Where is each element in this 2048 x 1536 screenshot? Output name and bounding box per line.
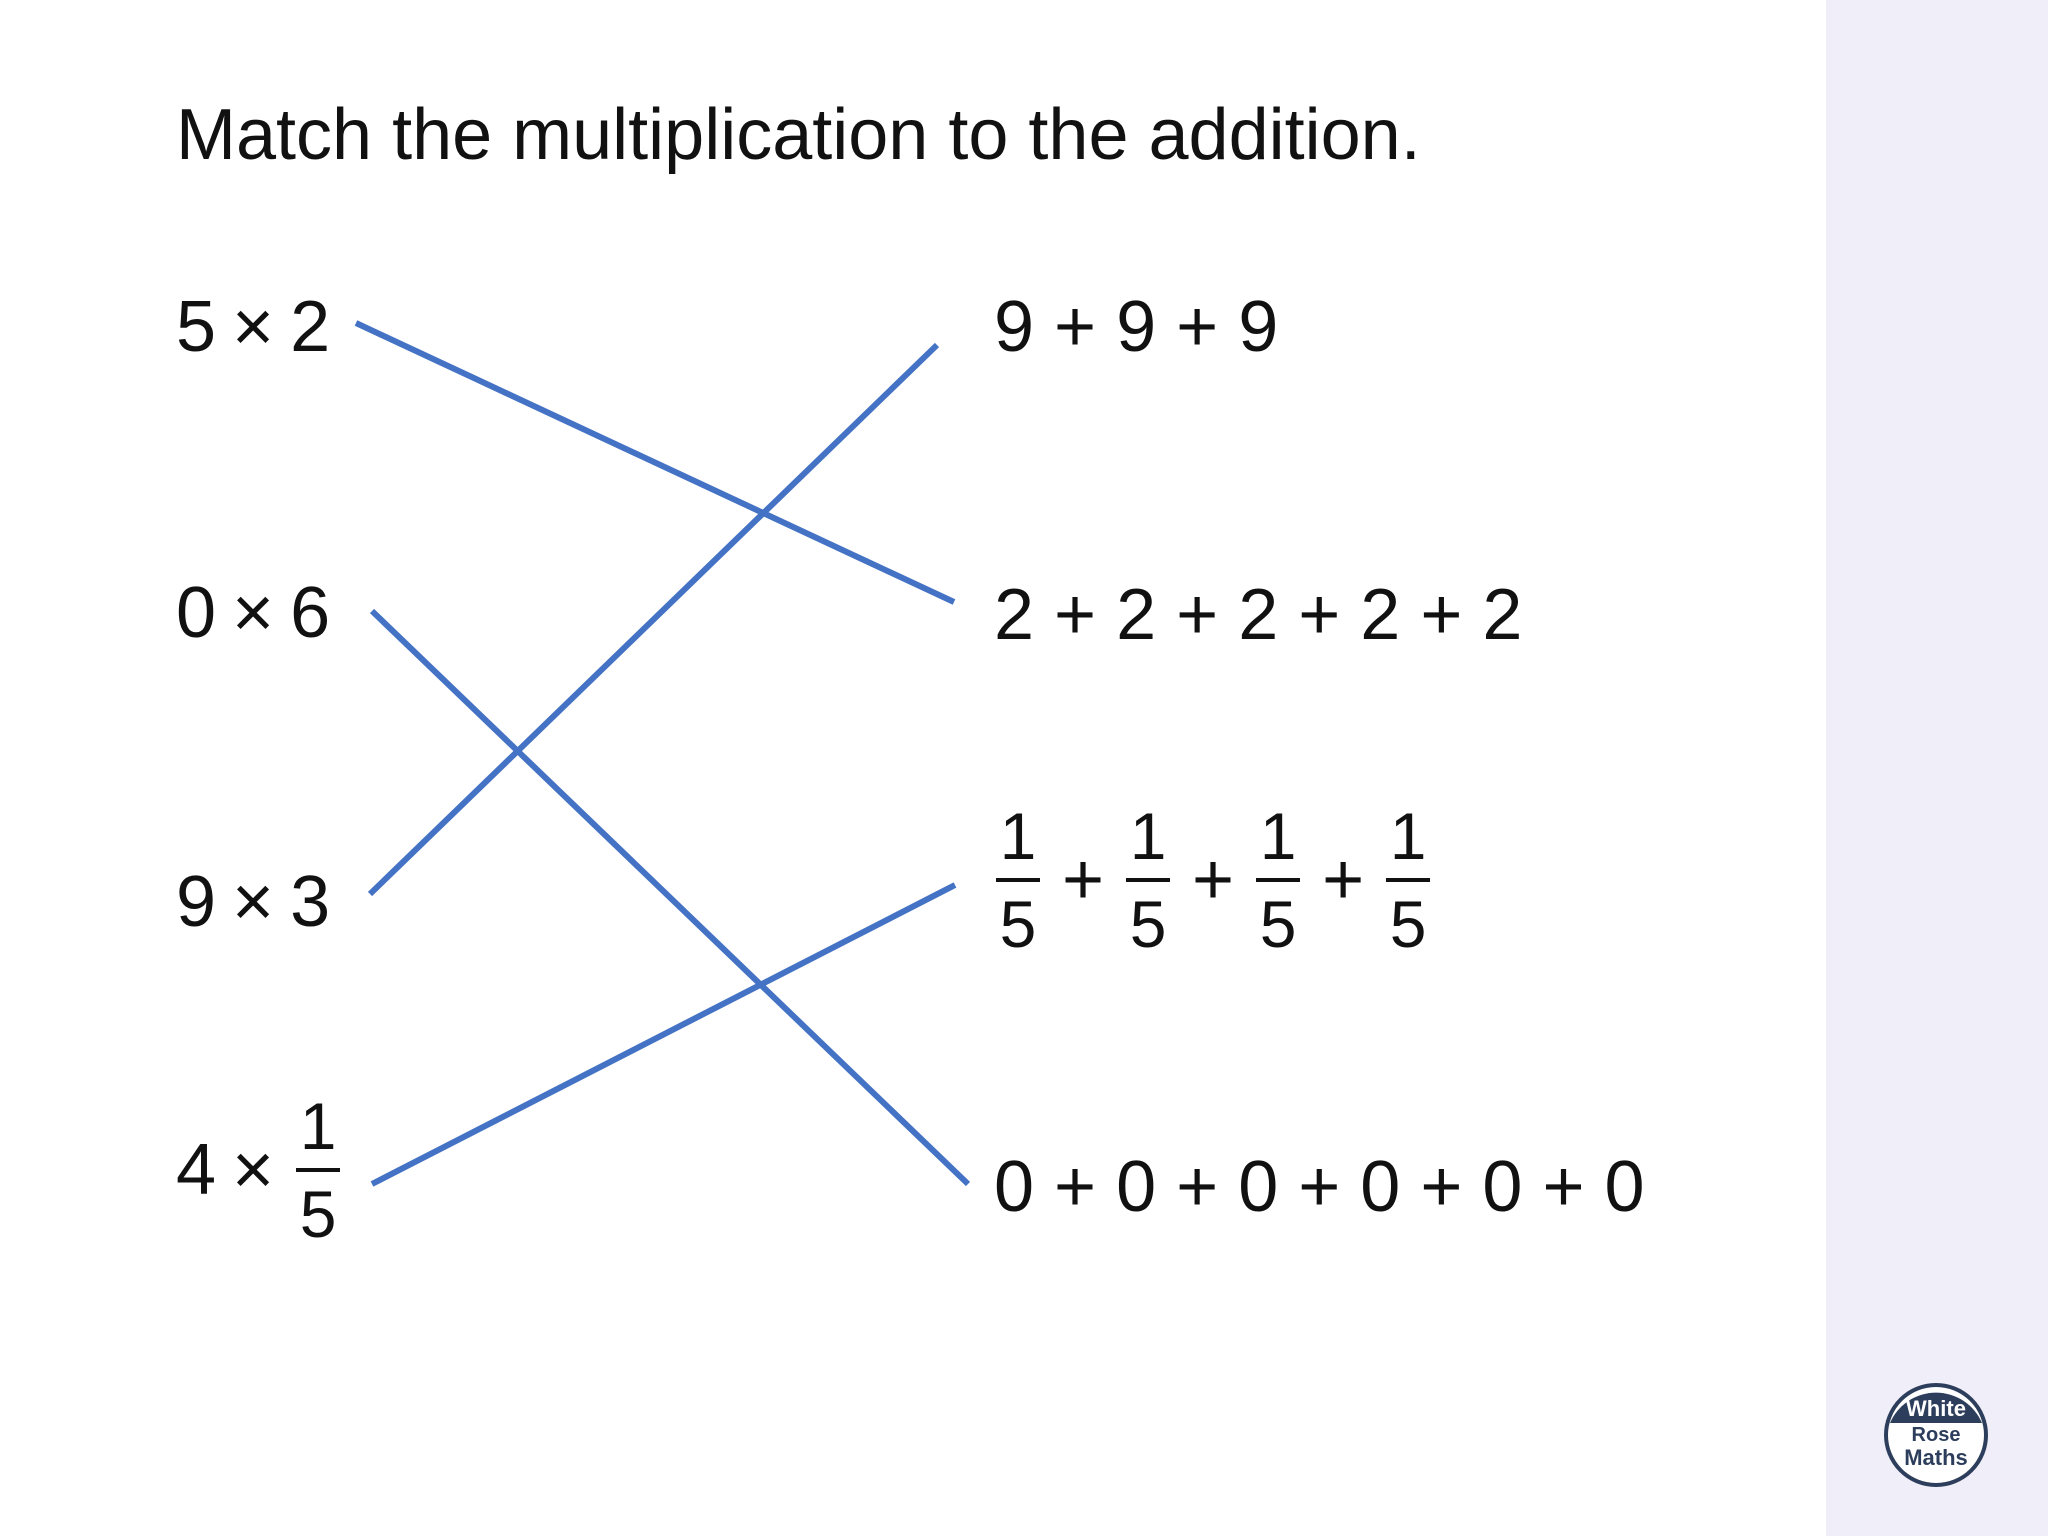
fraction: 1 5 bbox=[996, 800, 1040, 960]
left-item-1: 5 × 2 bbox=[176, 287, 331, 367]
svg-text:Maths: Maths bbox=[1904, 1445, 1968, 1470]
match-line-0x6 bbox=[369, 608, 971, 1187]
fraction: 1 5 bbox=[296, 1090, 341, 1250]
svg-text:White: White bbox=[1906, 1396, 1966, 1421]
page-title: Match the multiplication to the addition… bbox=[176, 95, 1421, 175]
left-item-2: 0 × 6 bbox=[176, 573, 331, 653]
left-item-4: 4 × 1 5 bbox=[176, 1090, 346, 1250]
sidebar-panel bbox=[1826, 0, 2048, 1536]
fraction-bar bbox=[1386, 878, 1431, 882]
right-item-3: 1 5 + 1 5 + 1 5 + 1 5 bbox=[990, 800, 1436, 960]
svg-text:Rose: Rose bbox=[1912, 1424, 1961, 1446]
match-line-4x1-5 bbox=[370, 882, 957, 1187]
match-line-5x2 bbox=[354, 320, 956, 605]
fraction-bar bbox=[1256, 878, 1301, 882]
right-item-2: 2 + 2 + 2 + 2 + 2 bbox=[994, 575, 1523, 655]
match-line-9x3 bbox=[367, 342, 940, 897]
fraction-bar bbox=[996, 878, 1040, 882]
fraction: 1 5 bbox=[1256, 800, 1301, 960]
fraction-bar bbox=[296, 1168, 341, 1172]
white-rose-maths-logo: White Rose Maths bbox=[1884, 1383, 1988, 1487]
fraction-bar bbox=[1126, 878, 1171, 882]
fraction: 1 5 bbox=[1386, 800, 1431, 960]
left-item-3: 9 × 3 bbox=[176, 862, 331, 942]
right-item-1: 9 + 9 + 9 bbox=[994, 287, 1279, 367]
right-item-4: 0 + 0 + 0 + 0 + 0 + 0 bbox=[994, 1147, 1645, 1227]
fraction: 1 5 bbox=[1126, 800, 1171, 960]
